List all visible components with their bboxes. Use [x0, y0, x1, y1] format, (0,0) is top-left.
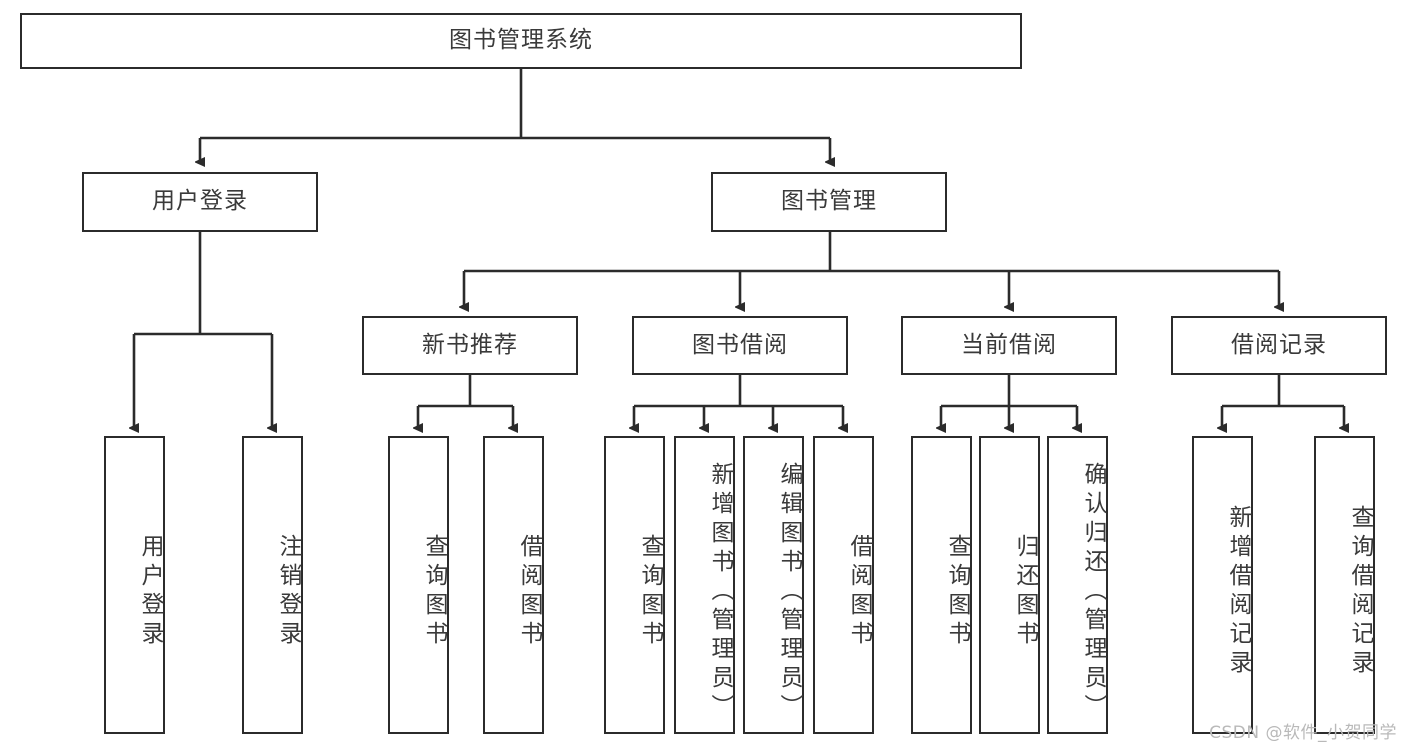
node-label: 图书管理系统: [449, 27, 593, 54]
leaf-book-borrow-3[interactable]: 借阅图书: [813, 436, 874, 734]
node-user-login[interactable]: 用户登录: [82, 172, 318, 232]
leaf-borrow-record-1[interactable]: 查询借阅记录: [1314, 436, 1375, 734]
node-label: 查询图书: [421, 534, 447, 650]
node-label: 借阅图书: [846, 534, 872, 650]
node-label: 借阅记录: [1231, 331, 1327, 358]
leaf-borrow-record-0[interactable]: 新增借阅记录: [1192, 436, 1253, 734]
node-label: 当前借阅: [961, 331, 1057, 358]
leaf-book-borrow-1[interactable]: 新增图书（管理员）: [674, 436, 735, 734]
node-label: 编辑图书（管理员）: [776, 461, 802, 723]
node-label: 用户登录: [152, 188, 248, 215]
node-label: 用户登录: [137, 534, 163, 650]
leaf-current-borrow-2[interactable]: 确认归还（管理员）: [1047, 436, 1108, 734]
node-label: 新书推荐: [422, 331, 518, 358]
node-book-borrow[interactable]: 图书借阅: [632, 316, 848, 375]
node-label: 借阅图书: [516, 534, 542, 650]
leaf-current-borrow-1[interactable]: 归还图书: [979, 436, 1040, 734]
node-current-borrow[interactable]: 当前借阅: [901, 316, 1117, 375]
leaf-new-book-recommend-1[interactable]: 借阅图书: [483, 436, 544, 734]
leaf-user-login-0[interactable]: 用户登录: [104, 436, 165, 734]
node-label: 归还图书: [1012, 534, 1038, 650]
node-label: 新增图书（管理员）: [707, 461, 733, 723]
leaf-current-borrow-0[interactable]: 查询图书: [911, 436, 972, 734]
leaf-book-borrow-0[interactable]: 查询图书: [604, 436, 665, 734]
csdn-watermark: CSDN @软件_小贺同学: [1209, 723, 1397, 743]
node-label: 图书管理: [781, 188, 877, 215]
node-label: 注销登录: [275, 534, 301, 650]
node-new-book-recommend[interactable]: 新书推荐: [362, 316, 578, 375]
node-label: 查询借阅记录: [1347, 505, 1373, 679]
leaf-new-book-recommend-0[interactable]: 查询图书: [388, 436, 449, 734]
leaf-book-borrow-2[interactable]: 编辑图书（管理员）: [743, 436, 804, 734]
leaf-user-login-1[interactable]: 注销登录: [242, 436, 303, 734]
node-label: 确认归还（管理员）: [1080, 461, 1106, 723]
node-label: 新增借阅记录: [1225, 505, 1251, 679]
node-book-management[interactable]: 图书管理: [711, 172, 947, 232]
node-root-book-management-system[interactable]: 图书管理系统: [20, 13, 1022, 69]
node-label: 查询图书: [637, 534, 663, 650]
node-label: 查询图书: [944, 534, 970, 650]
node-borrow-record[interactable]: 借阅记录: [1171, 316, 1387, 375]
node-label: 图书借阅: [692, 331, 788, 358]
